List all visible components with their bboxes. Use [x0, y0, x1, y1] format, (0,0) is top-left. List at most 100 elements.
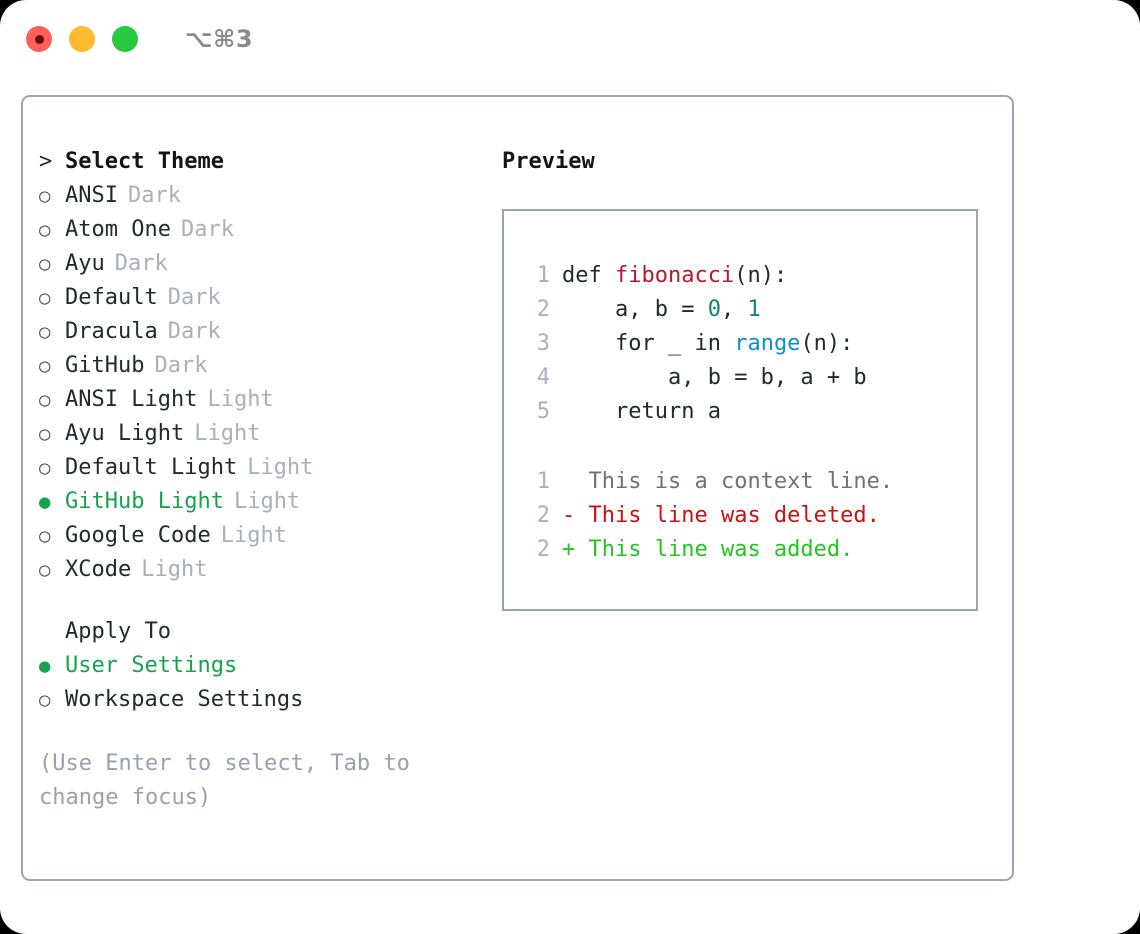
diff-line-context: 1 This is a context line.: [520, 465, 976, 499]
code-token-number: 0: [707, 297, 721, 322]
apply-to-item-selected[interactable]: ● User Settings: [39, 649, 499, 683]
theme-list-item[interactable]: ○ GitHub Dark: [39, 349, 499, 383]
code-token-builtin: range: [734, 331, 801, 356]
radio-unselected-icon[interactable]: ○: [39, 253, 51, 275]
theme-variant-tag: Dark: [127, 183, 181, 208]
diff-text: This line was deleted.: [588, 503, 880, 528]
theme-name: XCode: [65, 557, 132, 582]
theme-variant-tag: Dark: [167, 319, 221, 344]
code-token-number: 1: [747, 297, 761, 322]
header-indent-spacer: >: [39, 615, 65, 649]
theme-name: Ayu Light: [65, 421, 185, 446]
theme-list-item[interactable]: ○ Ayu Dark: [39, 247, 499, 281]
code-indent: [562, 395, 615, 429]
theme-list-item[interactable]: ○ ANSI Dark: [39, 179, 499, 213]
line-number: 3: [536, 331, 550, 356]
diff-sign-plus: +: [562, 537, 589, 562]
line-number: 2: [536, 297, 550, 322]
code-token: (n):: [800, 331, 854, 356]
hint-spacer: [39, 717, 499, 747]
theme-name: Atom One: [65, 217, 171, 242]
window-controls: [26, 26, 138, 52]
theme-list-item-selected[interactable]: ● GitHub Light Light: [39, 485, 499, 519]
theme-selector-column: > Select Theme ○ ANSI Dark ○ Atom One Da…: [39, 145, 499, 815]
radio-unselected-icon[interactable]: ○: [39, 389, 51, 411]
preview-title: Preview: [502, 149, 595, 174]
code-token: (n):: [734, 263, 788, 288]
apply-to-label: Workspace Settings: [65, 687, 304, 712]
theme-name: Default Light: [65, 455, 238, 480]
diff-sign-minus: -: [562, 503, 589, 528]
radio-unselected-icon[interactable]: ○: [39, 287, 51, 309]
code-line: 5 return a: [520, 395, 976, 429]
radio-unselected-icon[interactable]: ○: [39, 689, 51, 711]
code-indent: [562, 361, 668, 395]
diff-line-added: 2 + This line was added.: [520, 533, 976, 567]
code-indent: [562, 327, 615, 361]
radio-unselected-icon[interactable]: ○: [39, 321, 51, 343]
line-number: 4: [536, 365, 550, 390]
line-number: 1: [536, 263, 550, 288]
select-theme-header: > Select Theme: [39, 145, 499, 179]
preview-box: 1 def fibonacci (n): 2 a, b = 0 , 1: [502, 209, 978, 611]
theme-variant-tag: Dark: [167, 285, 221, 310]
caret-right-icon: >: [39, 149, 53, 174]
keyboard-shortcut-label: ⌥⌘3: [185, 25, 254, 53]
select-theme-title: Select Theme: [65, 149, 224, 174]
section-spacer: [39, 587, 499, 615]
code-line: 3 for _ in range (n):: [520, 327, 976, 361]
theme-variant-tag: Light: [207, 387, 274, 412]
radio-unselected-icon[interactable]: ○: [39, 355, 51, 377]
code-token: a, b =: [614, 297, 708, 322]
diff-text: This line was added.: [588, 537, 854, 562]
code-token: def: [562, 263, 615, 288]
line-number: 1: [536, 469, 550, 494]
radio-unselected-icon[interactable]: ○: [39, 457, 51, 479]
code-token: ,: [720, 297, 748, 322]
theme-variant-tag: Light: [194, 421, 261, 446]
theme-list-item[interactable]: ○ ANSI Light Light: [39, 383, 499, 417]
theme-name: Default: [65, 285, 158, 310]
theme-variant-tag: Dark: [114, 251, 168, 276]
apply-to-title: Apply To: [65, 619, 171, 644]
apply-to-item[interactable]: ○ Workspace Settings: [39, 683, 499, 717]
theme-list-item[interactable]: ○ Default Dark: [39, 281, 499, 315]
theme-variant-tag: Light: [220, 523, 287, 548]
theme-list-item[interactable]: ○ Ayu Light Light: [39, 417, 499, 451]
radio-selected-icon[interactable]: ●: [39, 655, 51, 677]
theme-variant-tag: Light: [247, 455, 314, 480]
theme-name: ANSI Light: [65, 387, 198, 412]
theme-list-item[interactable]: ○ Default Light Light: [39, 451, 499, 485]
preview-column: Preview 1 def fibonacci (n): 2 a, b = 0: [502, 145, 992, 611]
diff-spacer: [520, 429, 976, 465]
keyboard-hint-text: (Use Enter to select, Tab to change focu…: [39, 751, 410, 810]
radio-unselected-icon[interactable]: ○: [39, 525, 51, 547]
theme-name: GitHub: [65, 353, 145, 378]
line-number: 2: [536, 503, 550, 528]
radio-unselected-icon[interactable]: ○: [39, 185, 51, 207]
line-number: 5: [536, 399, 550, 424]
theme-list-item[interactable]: ○ Google Code Light: [39, 519, 499, 553]
theme-variant-tag: Light: [233, 489, 301, 514]
code-line: 1 def fibonacci (n):: [520, 259, 976, 293]
radio-unselected-icon[interactable]: ○: [39, 423, 51, 445]
apply-to-label: User Settings: [65, 653, 238, 678]
radio-unselected-icon[interactable]: ○: [39, 219, 51, 241]
code-line: 4 a, b = b, a + b: [520, 361, 976, 395]
radio-selected-icon[interactable]: ●: [39, 491, 51, 513]
maximize-button-icon[interactable]: [112, 26, 138, 52]
radio-unselected-icon[interactable]: ○: [39, 559, 51, 581]
minimize-button-icon[interactable]: [69, 26, 95, 52]
apply-to-header: > Apply To: [39, 615, 499, 649]
theme-name: Google Code: [65, 523, 211, 548]
theme-name: Ayu: [65, 251, 105, 276]
theme-list-item[interactable]: ○ XCode Light: [39, 553, 499, 587]
theme-variant-tag: Dark: [180, 217, 234, 242]
theme-list-item[interactable]: ○ Dracula Dark: [39, 315, 499, 349]
theme-list-item[interactable]: ○ Atom One Dark: [39, 213, 499, 247]
close-button-icon[interactable]: [26, 26, 52, 52]
theme-name: ANSI: [65, 183, 118, 208]
theme-variant-tag: Light: [141, 557, 208, 582]
diff-text: This is a context line.: [588, 469, 894, 494]
